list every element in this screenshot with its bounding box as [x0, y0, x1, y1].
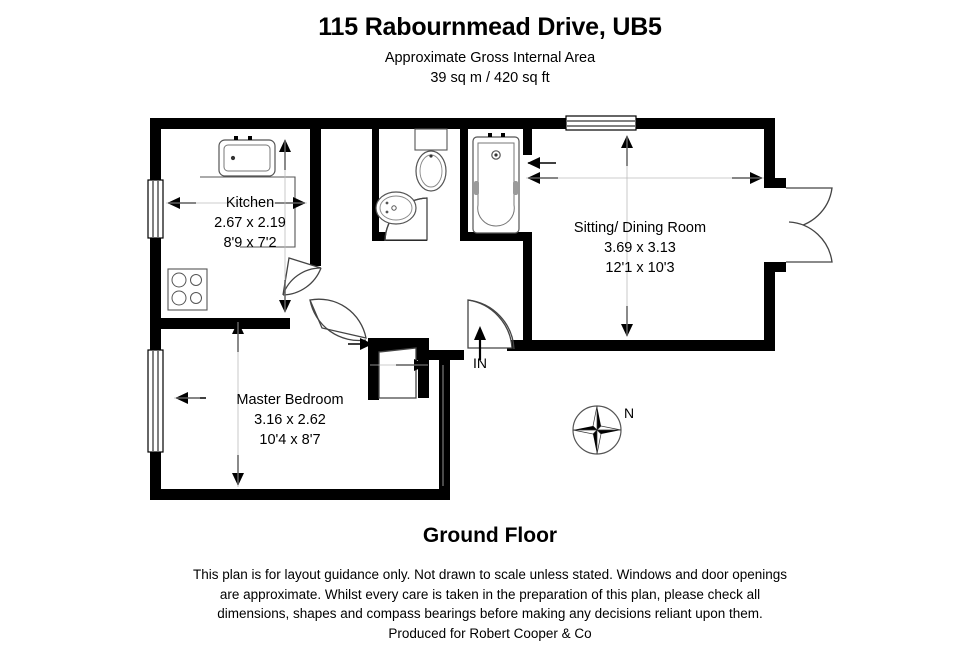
wall-left-upper-2	[150, 238, 161, 328]
wall-entry-right	[507, 340, 533, 351]
wall-left-lower	[150, 328, 161, 350]
room-imperial-kitchen: 8'9 x 7'2	[223, 235, 277, 251]
room-imperial-sitting-dining-room: 12'1 x 10'3	[605, 260, 675, 276]
wall-hall-bottom-left	[368, 338, 428, 350]
door-bedroom-arc	[309, 299, 367, 342]
door-kitchen	[282, 257, 322, 296]
disclaimer-text: This plan is for layout guidance only. N…	[0, 565, 980, 643]
bathroom-wc	[414, 128, 448, 192]
door-bathroom-arc	[384, 197, 428, 242]
wall-sitting-right-jog-bot	[764, 262, 786, 272]
room-metric-master-bedroom: 3.16 x 2.62	[254, 412, 326, 428]
floor-label: Ground Floor	[422, 524, 558, 547]
door-entry-arc	[467, 299, 515, 350]
room-name-master-bedroom: Master Bedroom	[236, 392, 344, 408]
wall-bath-bottom-left	[372, 232, 427, 241]
area-caption: Approximate Gross Internal Area	[384, 50, 596, 66]
kitchen-sink	[218, 136, 276, 177]
room-imperial-master-bedroom: 10'4 x 8'7	[259, 432, 321, 448]
wall-bath-bottom-right	[460, 232, 530, 241]
door-french-lower	[786, 221, 833, 263]
wall-kitchen-bottom	[150, 318, 290, 329]
compass-north-label: N	[624, 405, 635, 421]
wall-sitting-right-lower	[764, 262, 775, 351]
room-name-sitting-dining-room: Sitting/ Dining Room	[573, 220, 707, 236]
wall-hall-bottom-strip	[368, 350, 428, 360]
window-bedroom	[147, 349, 164, 453]
door-bathroom	[384, 197, 428, 241]
room-label-master-bedroom: Master Bedroom 3.16 x 2.62 10'4 x 8'7	[205, 390, 375, 450]
door-kitchen-arc	[282, 267, 322, 296]
wall-bedroom-right	[439, 360, 450, 500]
door-entry	[467, 299, 513, 349]
page-title: 115 Rabournmead Drive, UB5	[318, 13, 662, 41]
wall-bath-mid	[460, 129, 468, 237]
door-french-upper	[786, 187, 833, 229]
room-label-sitting-dining-room: Sitting/ Dining Room 3.69 x 3.13 12'1 x …	[545, 218, 735, 278]
door-bedroom	[309, 298, 367, 339]
area-value: 39 sq m / 420 sq ft	[430, 70, 550, 86]
wall-bath-left	[372, 129, 379, 239]
kitchen-hob	[167, 268, 208, 311]
compass-rose	[572, 405, 622, 455]
wall-left-upper	[150, 118, 161, 180]
door-cupboard	[378, 347, 417, 399]
window-sitting-room	[565, 115, 637, 131]
bathroom-fixtures	[375, 128, 520, 234]
bathroom-bath	[472, 133, 520, 234]
bathroom-basin	[375, 191, 417, 225]
wall-sitting-bottom	[523, 340, 775, 351]
wall-hall-cupboard-right	[418, 338, 429, 398]
wall-left-lower-2	[150, 452, 161, 500]
entry-label: IN	[473, 355, 487, 371]
disclaimer-line-2: are approximate. Whilst every care is ta…	[219, 586, 761, 602]
room-metric-sitting-dining-room: 3.69 x 3.13	[604, 240, 676, 256]
disclaimer-line-4: Produced for Robert Cooper & Co	[388, 625, 592, 641]
plan-header: 115 Rabournmead Drive, UB5 Approximate G…	[0, 0, 980, 88]
wall-entry-left-pier	[439, 350, 450, 388]
wall-top	[150, 118, 775, 129]
wall-sitting-right-upper	[764, 118, 775, 180]
disclaimer-line-3: dimensions, shapes and compass bearings …	[217, 606, 763, 621]
disclaimer-line-1: This plan is for layout guidance only. N…	[192, 567, 788, 582]
window-kitchen	[147, 179, 164, 239]
wall-entry-threshold	[418, 350, 464, 360]
wall-sitting-right-jog-top	[764, 178, 786, 188]
wall-bath-right	[523, 232, 532, 340]
wall-bottom-bedroom	[150, 489, 450, 500]
room-metric-kitchen: 2.67 x 2.19	[214, 215, 286, 231]
room-label-kitchen: Kitchen 2.67 x 2.19 8'9 x 7'2	[185, 193, 315, 253]
room-name-kitchen: Kitchen	[225, 195, 275, 211]
wall-sitting-left	[523, 129, 532, 155]
